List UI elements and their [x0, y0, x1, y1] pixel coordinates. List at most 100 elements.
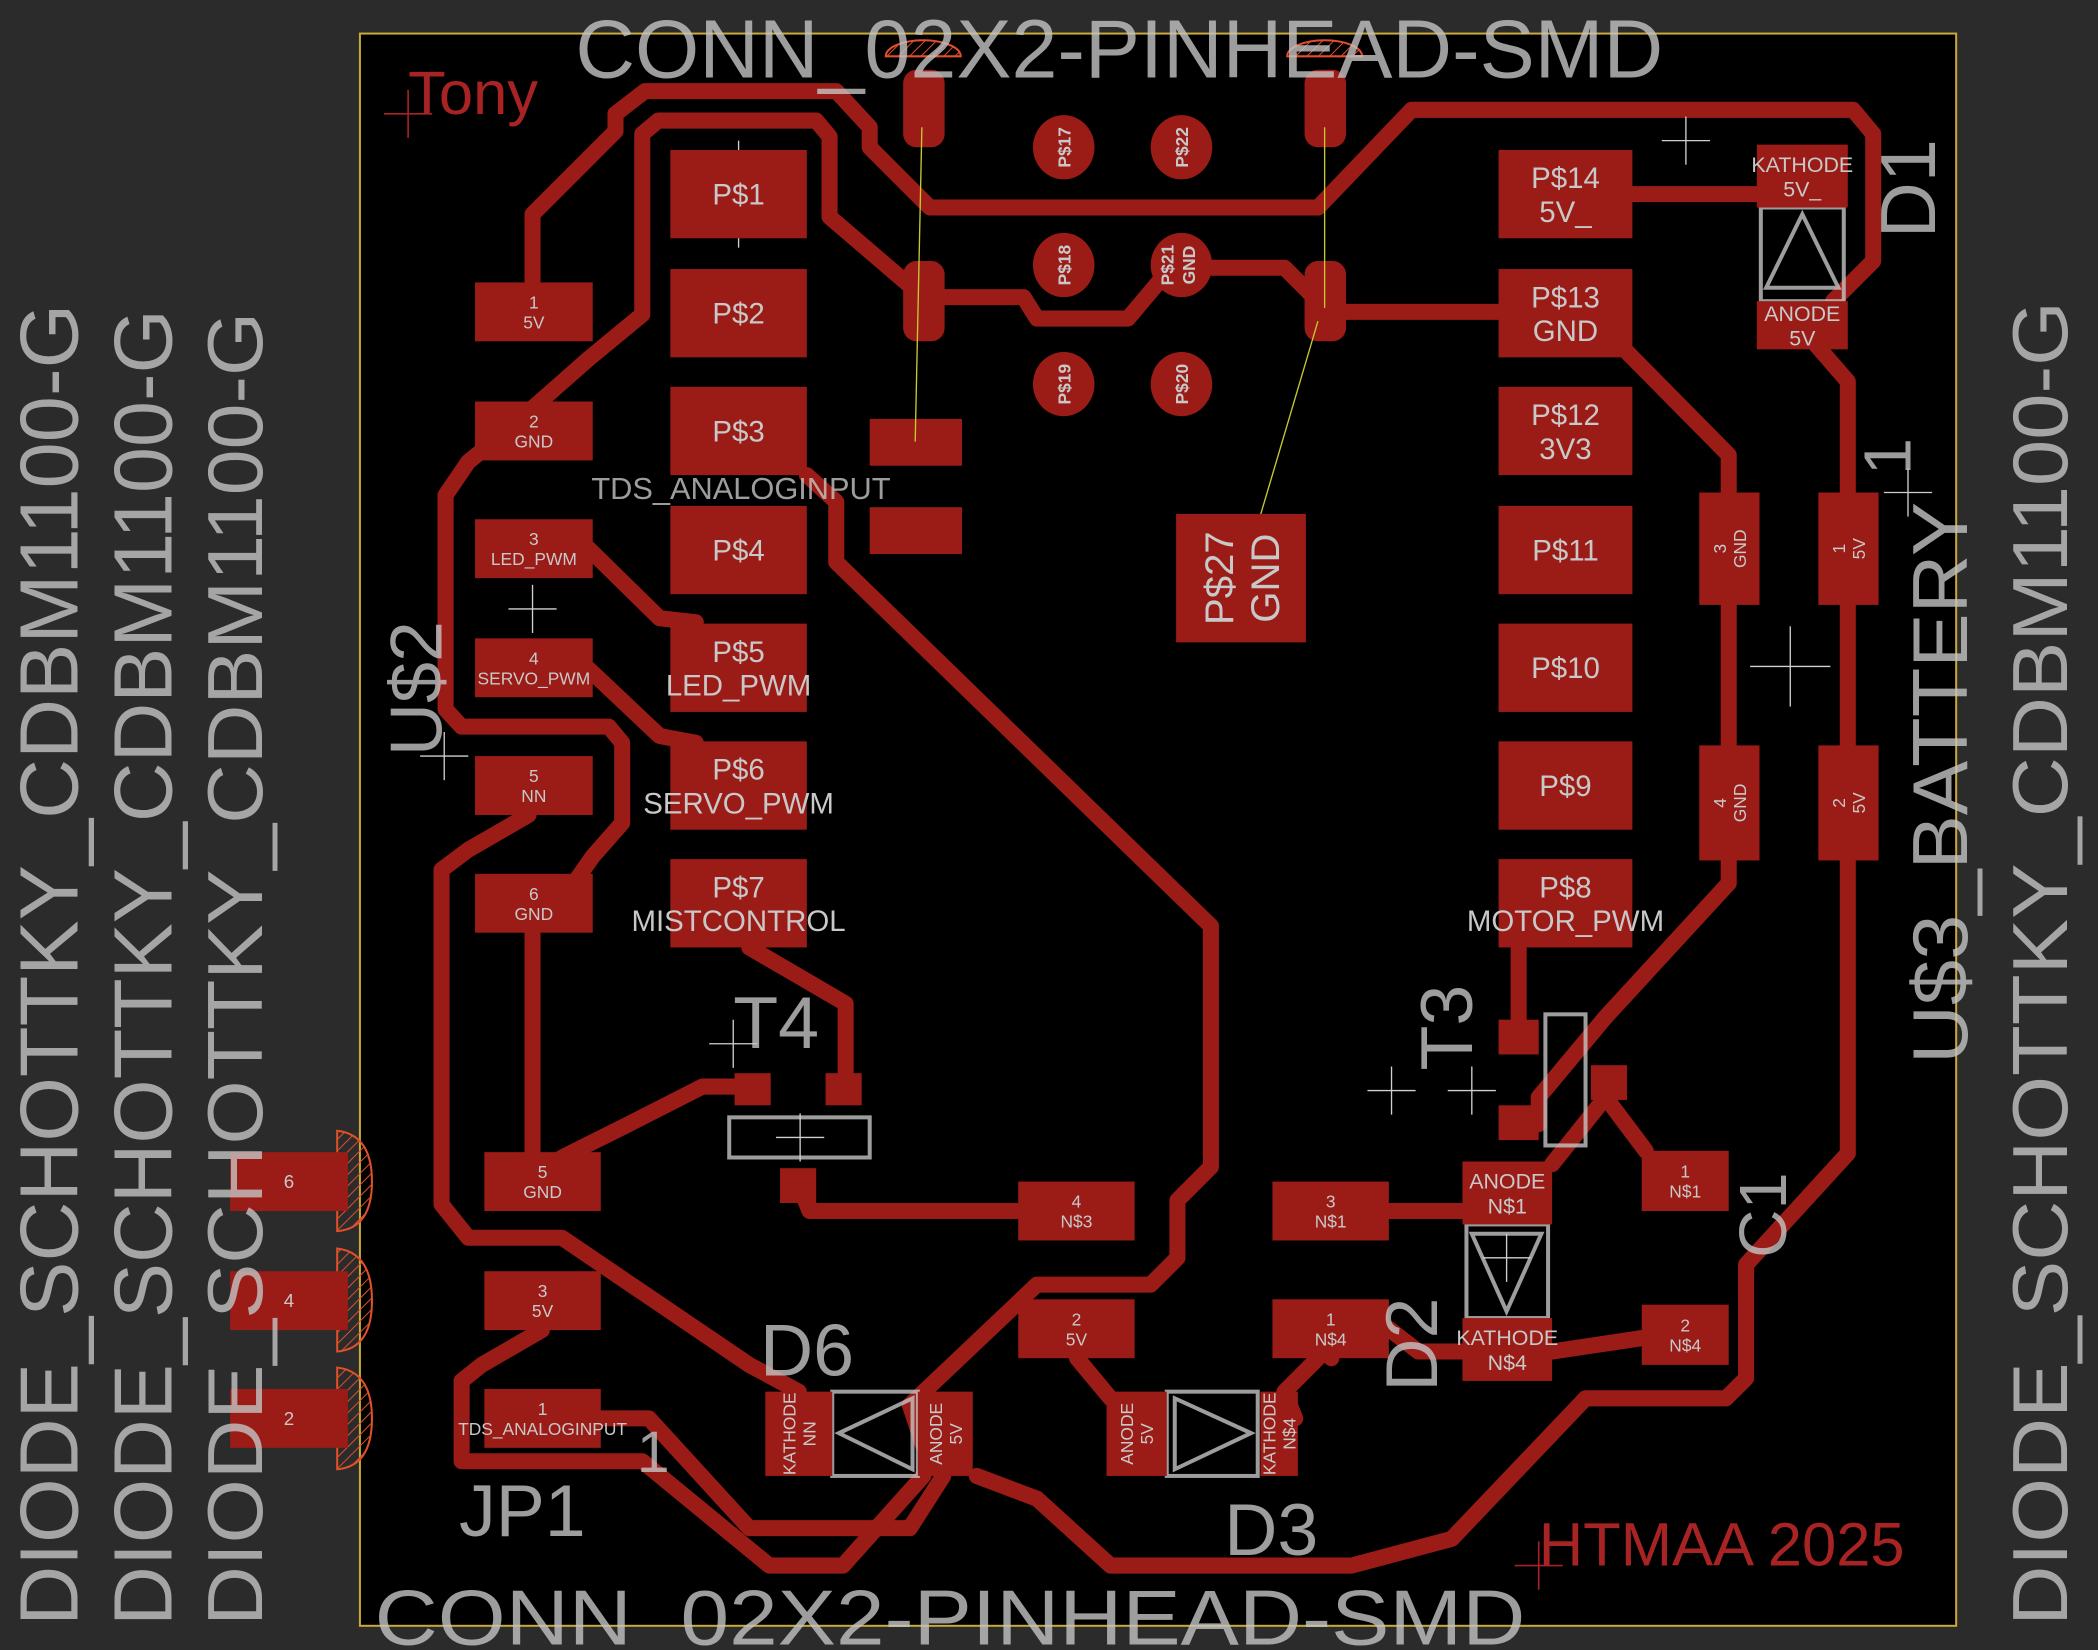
- pad-copper[interactable]: [1150, 232, 1213, 298]
- battery-pin-1[interactable]: 15V: [1818, 492, 1879, 605]
- trace[interactable]: [524, 83, 1882, 310]
- trace[interactable]: [437, 400, 631, 918]
- oblong-pad[interactable]: [1304, 69, 1347, 148]
- pad-copper[interactable]: [230, 1271, 348, 1331]
- pad-p19[interactable]: P$19: [1032, 352, 1095, 417]
- pad-copper[interactable]: [1756, 144, 1848, 208]
- oblong-pad[interactable]: [903, 261, 945, 342]
- pad-copper[interactable]: [1106, 1391, 1167, 1476]
- pad-p22[interactable]: P$22: [1150, 115, 1213, 180]
- pad-copper[interactable]: [474, 756, 593, 815]
- trace[interactable]: [580, 540, 704, 631]
- pad-copper[interactable]: [1498, 149, 1633, 239]
- t3-pad[interactable]: [1498, 1105, 1539, 1141]
- pad-p11[interactable]: P$11: [1498, 505, 1633, 595]
- trace[interactable]: [433, 806, 807, 1400]
- pad-copper[interactable]: [1260, 1391, 1298, 1476]
- smd-pad[interactable]: [869, 507, 963, 555]
- pad-p27[interactable]: P$27GND: [1176, 513, 1306, 643]
- cap-pin-3[interactable]: 3GND: [1699, 492, 1760, 605]
- pad-copper[interactable]: [1150, 115, 1213, 180]
- pad-copper[interactable]: [1150, 352, 1213, 417]
- pad-copper[interactable]: [474, 519, 593, 579]
- pad-copper[interactable]: [1818, 492, 1879, 605]
- pad-p2[interactable]: P$2: [670, 269, 807, 358]
- battery-pin-2[interactable]: 25V: [1818, 745, 1879, 861]
- pad-copper[interactable]: [484, 1388, 601, 1448]
- pad-p3[interactable]: P$3: [670, 386, 807, 476]
- pad-copper[interactable]: [1641, 1150, 1729, 1212]
- t3-pad[interactable]: [1498, 1019, 1539, 1055]
- trace[interactable]: [1617, 342, 1737, 501]
- pad-copper[interactable]: [670, 269, 807, 358]
- pad-copper[interactable]: [1818, 745, 1879, 861]
- d3-kathode-pad[interactable]: KATHODEN$4: [1260, 1391, 1300, 1476]
- pad-copper[interactable]: [474, 282, 593, 342]
- trace[interactable]: [1544, 1330, 1650, 1360]
- pad-p21[interactable]: P$21GND: [1150, 232, 1213, 298]
- pad-copper[interactable]: [670, 623, 807, 712]
- trace[interactable]: [968, 852, 1856, 1574]
- pad-copper[interactable]: [670, 859, 807, 948]
- pad-copper[interactable]: [1756, 301, 1848, 350]
- pad-copper[interactable]: [1498, 623, 1633, 712]
- pad-copper[interactable]: [1462, 1161, 1553, 1225]
- pad-copper[interactable]: [230, 1388, 348, 1448]
- cap-pin-4[interactable]: 4GND: [1699, 745, 1760, 861]
- pad-copper[interactable]: [484, 1152, 601, 1212]
- pad-copper[interactable]: [1641, 1304, 1729, 1365]
- pad-p17[interactable]: P$17: [1032, 115, 1095, 180]
- trace[interactable]: [798, 467, 1219, 1454]
- pad-copper[interactable]: [1462, 1318, 1553, 1381]
- pad-copper[interactable]: [474, 873, 593, 933]
- pad-copper[interactable]: [1176, 513, 1306, 643]
- d6-anode-pad[interactable]: ANODE5V: [917, 1391, 973, 1476]
- d3-anode-pad[interactable]: ANODE5V: [1106, 1391, 1167, 1476]
- trace[interactable]: [1804, 333, 1856, 501]
- pad-copper[interactable]: [1699, 492, 1760, 605]
- pad-copper[interactable]: [1018, 1181, 1135, 1241]
- pad-copper[interactable]: [1018, 1299, 1135, 1359]
- t3-pad[interactable]: [1590, 1065, 1628, 1100]
- pad-copper[interactable]: [1032, 115, 1095, 180]
- trace[interactable]: [580, 661, 704, 751]
- oblong-pad[interactable]: [903, 69, 945, 148]
- pad-copper[interactable]: [670, 386, 807, 476]
- pad-p9[interactable]: P$9: [1498, 741, 1633, 830]
- pad-copper[interactable]: [1032, 232, 1095, 298]
- pad-copper[interactable]: [1498, 269, 1633, 358]
- pad-copper[interactable]: [1032, 352, 1095, 417]
- trace[interactable]: [1380, 1320, 1471, 1360]
- pad-p1[interactable]: P$1: [670, 149, 807, 239]
- pad-copper[interactable]: [670, 741, 807, 830]
- pad-copper[interactable]: [1498, 386, 1633, 476]
- trace[interactable]: [741, 939, 854, 1090]
- trace[interactable]: [553, 1078, 758, 1166]
- jp1-pin-2[interactable]: 2: [230, 1388, 348, 1448]
- pad-p4[interactable]: P$4: [670, 505, 807, 595]
- pad-copper[interactable]: [474, 401, 593, 461]
- pad-copper[interactable]: [1699, 745, 1760, 861]
- pad-copper[interactable]: [1272, 1181, 1389, 1241]
